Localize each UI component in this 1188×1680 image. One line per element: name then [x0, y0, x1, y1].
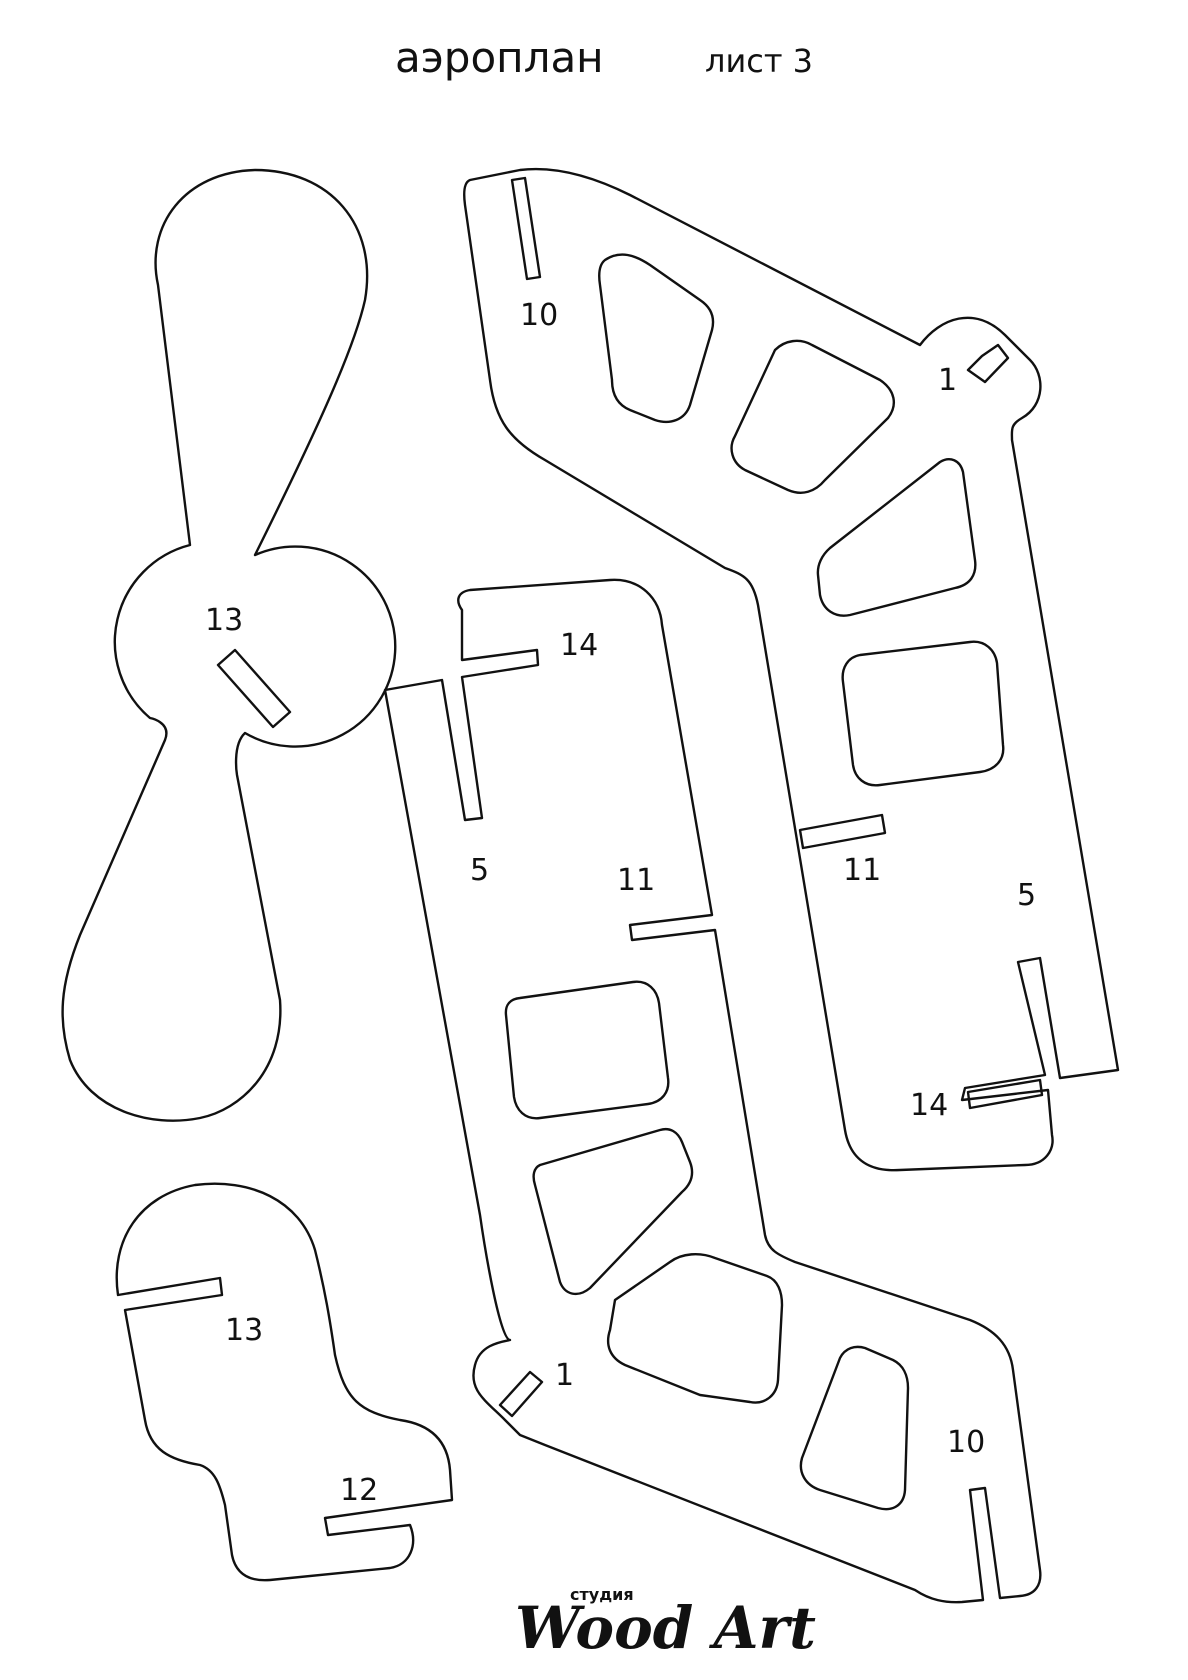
fuselage-right-label-1: 1 — [938, 363, 957, 398]
fuselage-right-part: 10 1 11 5 14 — [463, 167, 1120, 1172]
fuselage-left-label-5: 5 — [470, 853, 489, 888]
brand-logo: студия Wood Art — [515, 1585, 816, 1662]
fuselage-right-slot-1 — [966, 343, 1010, 384]
sheet-number: лист 3 — [705, 42, 813, 80]
fuselage-right-outline — [463, 167, 1120, 1172]
fuselage-left-label-10: 10 — [947, 1425, 985, 1460]
fuselage-right-window-3 — [816, 458, 977, 617]
fuselage-right-window-2 — [730, 339, 896, 494]
fuselage-left-label-11: 11 — [617, 863, 655, 898]
fuselage-right-window-1 — [598, 253, 715, 424]
seat-part: 13 12 — [115, 1182, 454, 1582]
fuselage-right-label-10: 10 — [520, 298, 558, 333]
brand-studio-text: студия — [570, 1585, 634, 1604]
fuselage-left-window-3 — [606, 1253, 784, 1404]
propeller-slot-label: 13 — [205, 603, 243, 638]
seat-label-12: 12 — [340, 1473, 378, 1508]
fuselage-left-label-1: 1 — [555, 1358, 574, 1393]
seat-outline — [115, 1182, 454, 1582]
fuselage-left-window-1 — [504, 980, 670, 1120]
fuselage-left-slot-1 — [498, 1370, 544, 1418]
fuselage-right-window-4 — [841, 640, 1005, 787]
brand-name-text: Wood Art — [515, 1594, 816, 1662]
fuselage-left-window-2 — [532, 1128, 694, 1296]
propeller-slot — [216, 648, 292, 729]
fuselage-right-label-11: 11 — [843, 853, 881, 888]
fuselage-right-label-5: 5 — [1017, 878, 1036, 913]
fuselage-left-window-4 — [799, 1345, 910, 1511]
fuselage-right-label-14: 14 — [910, 1088, 948, 1123]
page-title: аэроплан — [395, 33, 604, 82]
seat-label-13: 13 — [225, 1313, 263, 1348]
fuselage-right-slot-11 — [798, 813, 887, 850]
fuselage-right-slot-14 — [966, 1078, 1044, 1110]
propeller-outline — [61, 168, 397, 1122]
fuselage-left-label-14: 14 — [560, 628, 598, 663]
fuselage-right-slot-10 — [510, 176, 542, 281]
fuselage-left-outline — [383, 578, 1042, 1604]
propeller-part: 13 — [61, 168, 397, 1122]
fuselage-left-part: 14 5 11 1 10 — [383, 578, 1042, 1604]
